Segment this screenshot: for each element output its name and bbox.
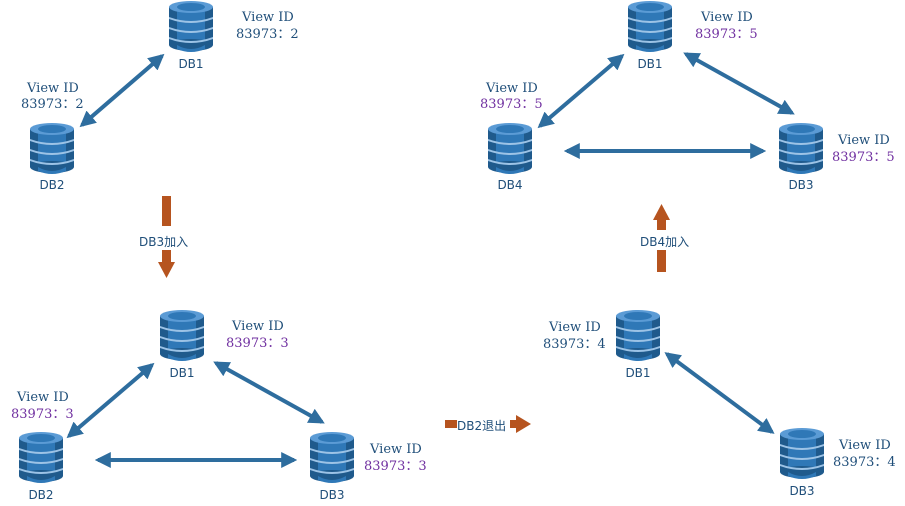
panel-bottom-left: [19, 310, 354, 483]
db3-name-label: DB3: [319, 488, 345, 502]
db1-db2-link-arrow: [66, 362, 155, 439]
db3-database-icon: [780, 428, 824, 479]
db1-db4-link-arrow: [537, 53, 625, 129]
db3-name-label: DB3: [789, 484, 815, 498]
db3-join-arrow: [158, 196, 175, 278]
db1-name-label: DB1: [625, 366, 651, 380]
db1-db3-link-arrow: [664, 352, 775, 434]
db4-join-arrow: [653, 204, 670, 272]
db4-name-label: DB4: [497, 178, 523, 192]
db3-view-id-value: 83973：5: [832, 150, 895, 165]
db2-view-id-label: View ID: [17, 390, 69, 405]
db1-name-label: DB1: [169, 366, 195, 380]
db1-database-icon: [628, 1, 672, 52]
db2-leave-arrow: [445, 415, 531, 433]
db1-name-label: DB1: [637, 57, 663, 71]
db1-view-id-value: 83973：4: [543, 337, 606, 352]
db2-leave-label: DB2退出: [457, 417, 507, 434]
db1-db3-link-arrow: [213, 361, 325, 424]
db2-view-id-value: 83973：3: [11, 407, 74, 422]
db1-view-id-value: 83973：2: [236, 27, 299, 42]
db4-view-id-label: View ID: [486, 81, 538, 96]
db3-name-label: DB3: [788, 178, 814, 192]
db1-database-icon: [169, 1, 213, 52]
db1-db2-link-arrow: [79, 53, 165, 128]
db4-view-id-value: 83973：5: [480, 97, 543, 112]
panel-top-left: [30, 1, 213, 174]
db2-view-id-value: 83973：2: [21, 97, 84, 112]
db3-join-label: DB3加入: [139, 233, 189, 250]
db2-view-id-label: View ID: [27, 81, 79, 96]
panel-top-right: [488, 1, 823, 174]
db1-database-icon: [160, 310, 204, 361]
db2-name-label: DB2: [28, 488, 54, 502]
db1-view-id-label: View ID: [232, 319, 284, 334]
db1-view-id-label: View ID: [242, 10, 294, 25]
db4-join-label: DB4加入: [640, 233, 690, 250]
db3-view-id-value: 83973：4: [833, 455, 896, 470]
db3-view-id-label: View ID: [370, 442, 422, 457]
db4-database-icon: [488, 123, 532, 174]
db3-view-id-label: View ID: [838, 133, 890, 148]
db3-database-icon: [779, 123, 823, 174]
db3-database-icon: [310, 432, 354, 483]
db1-database-icon: [616, 310, 660, 361]
db2-database-icon: [19, 432, 63, 483]
db3-view-id-label: View ID: [839, 438, 891, 453]
db1-view-id-label: View ID: [701, 10, 753, 25]
db2-name-label: DB2: [39, 178, 65, 192]
db2-database-icon: [30, 123, 74, 174]
db1-db3-link-arrow: [683, 52, 795, 115]
panel-bottom-right: [616, 310, 824, 479]
db1-name-label: DB1: [178, 57, 204, 71]
db1-view-id-label: View ID: [549, 320, 601, 335]
db1-view-id-value: 83973：3: [226, 336, 289, 351]
db1-view-id-value: 83973：5: [695, 27, 758, 42]
db3-view-id-value: 83973：3: [364, 459, 427, 474]
